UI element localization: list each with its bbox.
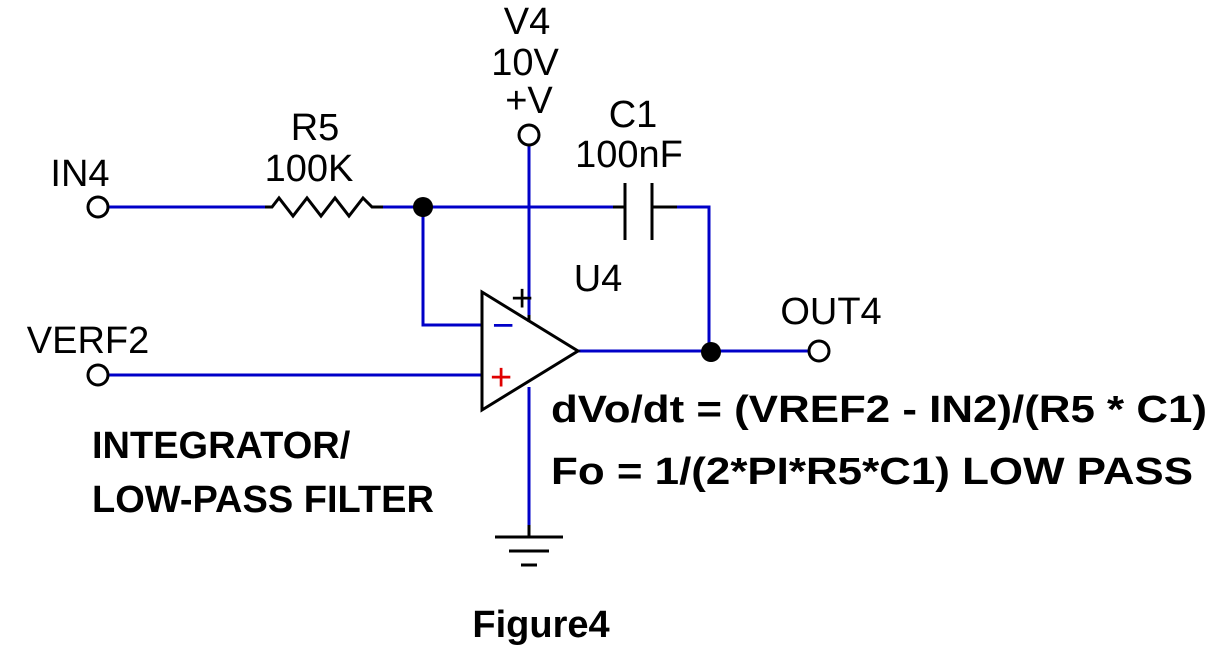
terminal-out4 — [807, 339, 831, 363]
ground-symbol — [495, 525, 563, 567]
junction-dot-input — [413, 197, 433, 217]
resistor-ref-label: R5 — [291, 107, 340, 149]
wire-cap-output — [677, 205, 711, 351]
supply-value-label: 10V — [491, 42, 559, 84]
terminal-supply — [517, 123, 541, 147]
opamp-noninverting-sign: + — [490, 357, 512, 399]
resistor-r5 — [265, 195, 383, 219]
opamp-inverting-sign: − — [492, 305, 514, 347]
opamp-supply-plus-sign: + — [511, 278, 533, 320]
equation-cutoff: Fo = 1/(2*PI*R5*C1) LOW PASS — [551, 451, 1193, 493]
title-line-1: INTEGRATOR/ — [92, 425, 351, 467]
supply-ref-label: V4 — [504, 1, 550, 43]
wire-node-inverting — [421, 207, 482, 327]
supply-net-label: +V — [505, 80, 553, 122]
port-output-label: OUT4 — [780, 291, 881, 333]
capacitor-c1 — [613, 183, 677, 240]
resistor-value-label: 100K — [265, 148, 354, 190]
terminal-in4 — [86, 195, 110, 219]
port-reference-label: VERF2 — [27, 320, 149, 362]
title-line-2: LOW-PASS FILTER — [92, 479, 434, 521]
port-input-label: IN4 — [50, 153, 109, 195]
capacitor-ref-label: C1 — [609, 94, 658, 136]
capacitor-value-label: 100nF — [575, 134, 683, 176]
opamp-ref-label: U4 — [574, 258, 623, 300]
equation-integrator: dVo/dt = (VREF2 - IN2)/(R5 * C1) — [551, 389, 1207, 431]
junction-dot-output — [701, 342, 721, 362]
terminal-verf2 — [86, 363, 110, 387]
figure-caption: Figure4 — [472, 604, 609, 646]
